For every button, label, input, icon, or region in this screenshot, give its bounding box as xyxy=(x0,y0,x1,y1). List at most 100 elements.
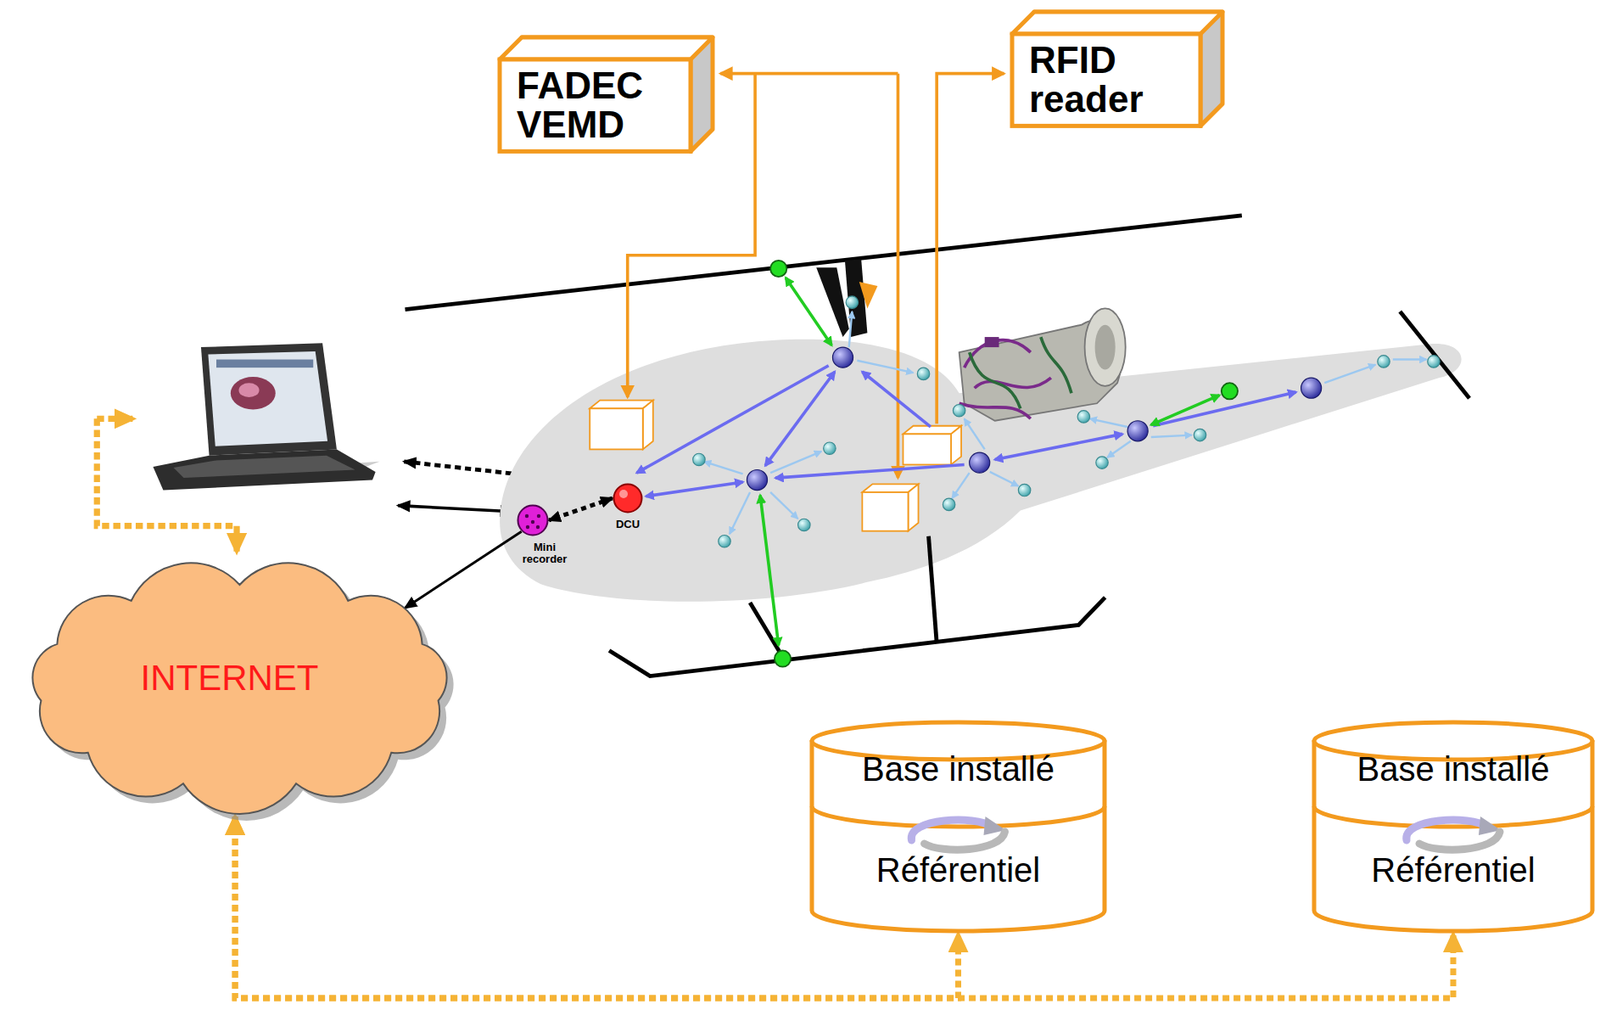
figure-g xyxy=(704,311,1427,534)
node-cyl: Base installéRéférentiel xyxy=(1311,719,1595,934)
figure-path xyxy=(951,472,969,498)
figure-path xyxy=(770,451,822,473)
figure-circle xyxy=(1377,355,1390,368)
figure-path xyxy=(959,340,1052,420)
figure-g xyxy=(746,346,1321,490)
node-box3d: FADEC VEMD xyxy=(497,35,715,153)
figure-ellipse xyxy=(1095,324,1116,370)
figure-circle xyxy=(1221,382,1238,399)
figure-rect xyxy=(861,492,908,532)
node-label: RFID reader xyxy=(1029,40,1187,119)
figure-rect xyxy=(1012,33,1201,126)
figure-circle xyxy=(942,497,955,510)
figure-path xyxy=(1324,364,1376,384)
figure-path xyxy=(645,481,743,497)
figure-circle xyxy=(536,525,540,529)
figure-circle xyxy=(823,441,836,454)
figure-circle xyxy=(969,452,991,473)
figure-polygon xyxy=(207,351,328,447)
figure-path xyxy=(995,433,1123,459)
figure-circle xyxy=(1427,355,1440,368)
connector xyxy=(548,497,613,521)
figure-polygon xyxy=(152,448,375,490)
figure-circle xyxy=(845,296,858,308)
figure-path xyxy=(637,365,829,473)
connector xyxy=(404,531,521,608)
node-label: Référentiel xyxy=(1370,850,1535,890)
figure-path xyxy=(760,495,779,646)
figure-path xyxy=(775,464,965,478)
figure-path xyxy=(969,336,1072,409)
figure-line xyxy=(928,536,938,644)
figure-ellipse xyxy=(238,382,259,398)
figure-polygon xyxy=(643,400,654,450)
network-link xyxy=(96,418,237,551)
figure-rect xyxy=(589,408,644,449)
figure-path xyxy=(1406,819,1488,840)
engine xyxy=(959,307,1126,420)
figure-path xyxy=(964,418,985,449)
node-label: Référentiel xyxy=(876,850,1041,890)
figure-path xyxy=(990,471,1019,487)
node-dot: DCU xyxy=(612,482,644,514)
figure-polygon xyxy=(499,37,713,60)
figure-rect xyxy=(216,359,314,369)
node-label: Base installé xyxy=(861,749,1055,789)
node-label: DCU xyxy=(606,518,649,531)
figure-g xyxy=(760,277,1220,645)
figure-path xyxy=(1393,358,1427,360)
node-cloud: INTERNET xyxy=(10,555,470,817)
figure-path xyxy=(1314,739,1593,931)
figure-circle xyxy=(774,649,791,666)
figure-g xyxy=(770,260,1238,667)
figure-polyline xyxy=(609,597,1106,677)
figure-circle xyxy=(693,453,705,465)
figure-circle xyxy=(832,346,853,368)
figure-path xyxy=(32,562,447,814)
figure-polygon xyxy=(173,455,355,478)
figure-circle xyxy=(917,367,929,380)
figure-circle xyxy=(1193,428,1206,441)
figure-path xyxy=(911,819,992,840)
figure-circle xyxy=(770,260,787,277)
figure-path xyxy=(704,461,744,474)
figure-circle xyxy=(798,518,811,531)
node-label: Base installé xyxy=(1357,749,1550,789)
figure-circle xyxy=(619,489,628,498)
figure-polygon xyxy=(859,281,879,308)
figure-ellipse xyxy=(1085,307,1126,386)
figure-circle xyxy=(952,403,965,416)
figure-g xyxy=(693,296,1440,548)
figure-polygon xyxy=(816,267,849,337)
figure-path xyxy=(1107,441,1131,458)
figure-path xyxy=(729,492,750,534)
figure-path xyxy=(1419,831,1500,850)
figure-path xyxy=(861,371,931,427)
figure-path xyxy=(1151,395,1220,426)
figure-circle xyxy=(1301,377,1322,398)
figure-path xyxy=(936,73,1004,425)
figure-circle xyxy=(718,534,731,547)
network-link xyxy=(96,415,133,422)
node-label: Mini recorder xyxy=(514,541,575,566)
figure-path xyxy=(924,831,1006,850)
figure-path xyxy=(1090,418,1129,427)
figure-polygon xyxy=(1012,11,1223,34)
equipment-box xyxy=(589,400,962,532)
node-outline xyxy=(612,482,644,514)
figure-rect xyxy=(984,336,1000,347)
figure-circle xyxy=(525,525,530,529)
figure-polygon xyxy=(907,483,918,531)
figure-circle xyxy=(1018,483,1030,496)
cable-link xyxy=(397,505,513,512)
figure-path xyxy=(785,277,832,345)
figure-path xyxy=(720,72,898,76)
laptop xyxy=(152,342,380,490)
figure-path xyxy=(856,360,913,373)
figure-ellipse xyxy=(230,376,276,410)
figure-circle xyxy=(1096,456,1108,469)
figure-circle xyxy=(531,520,535,524)
figure-polygon xyxy=(951,425,962,465)
figure-circle xyxy=(1127,420,1148,442)
node-outline xyxy=(516,503,549,537)
